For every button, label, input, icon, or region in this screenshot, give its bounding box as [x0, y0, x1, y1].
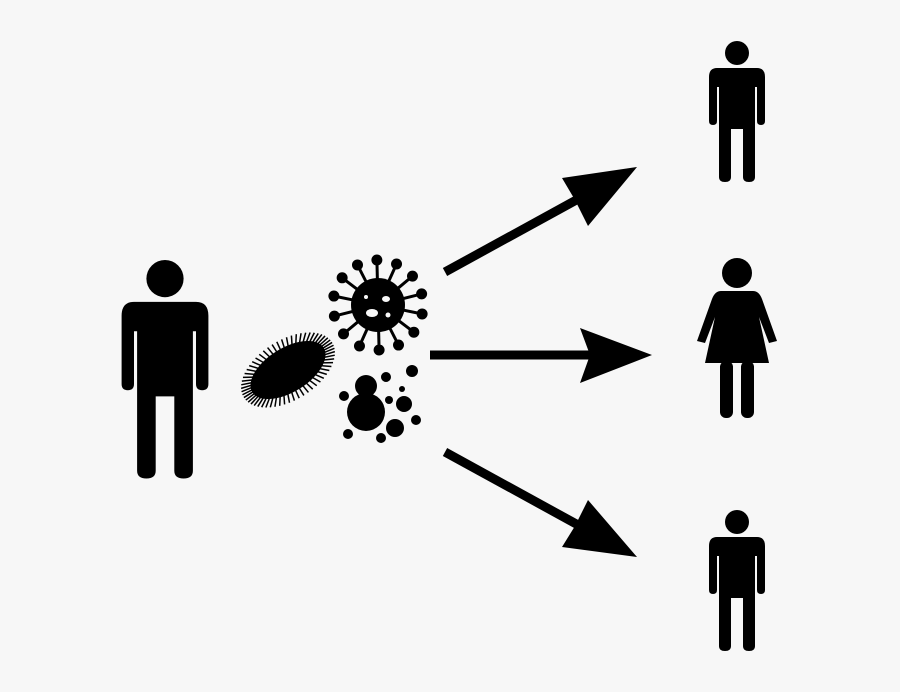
bacterium-icon	[240, 332, 336, 408]
arrow-to-top-person	[442, 183, 603, 276]
source-person-icon	[121, 260, 209, 479]
arrowhead-bottom	[562, 500, 637, 557]
virus-icon	[328, 254, 428, 356]
arrowhead-top	[562, 167, 637, 226]
spores-icon	[339, 365, 421, 443]
arrows	[430, 183, 610, 541]
target-person-top-icon	[709, 41, 765, 182]
arrowhead-middle	[580, 328, 652, 383]
target-person-bottom-icon	[709, 510, 765, 651]
target-person-middle-icon	[697, 258, 777, 418]
arrow-to-bottom-person	[442, 448, 603, 541]
